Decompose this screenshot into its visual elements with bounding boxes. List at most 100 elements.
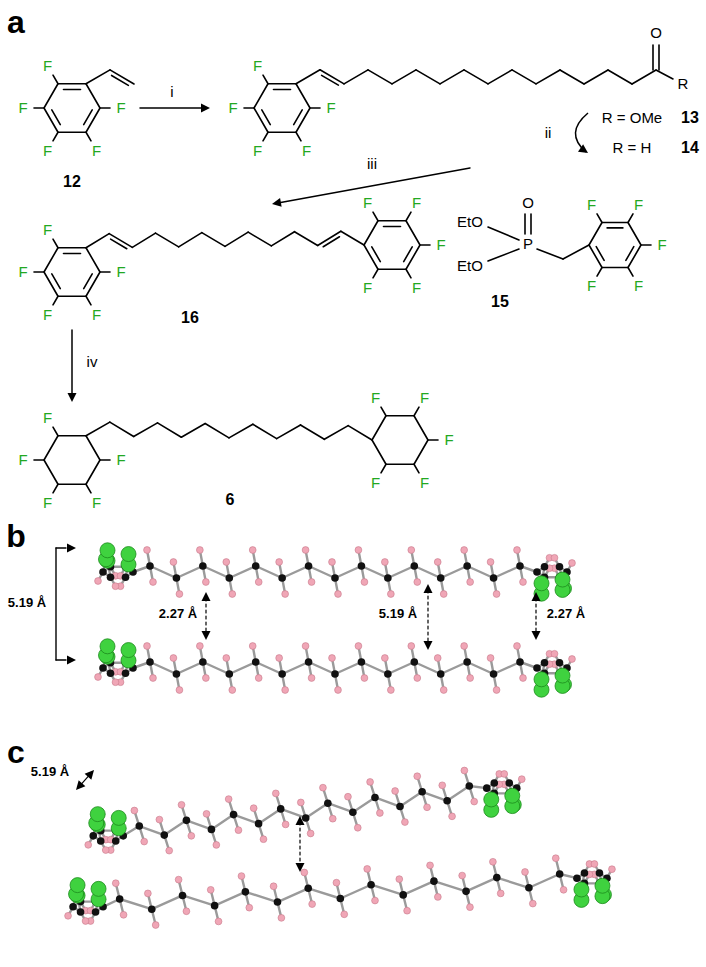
distance-marker-head: [296, 863, 305, 872]
ring-bond: [44, 84, 100, 132]
hydrogen-atom: [551, 554, 558, 561]
distance-marker-head: [85, 770, 94, 780]
chain-bond: [348, 426, 372, 440]
model-stick: [388, 566, 414, 578]
carbon-atom: [183, 817, 191, 825]
double-bond-line: [84, 110, 93, 125]
hydrogen-atom: [82, 918, 89, 925]
carbon-atom: [122, 669, 130, 677]
c-f-bond: [414, 407, 419, 416]
fluorine-atom-ball: [534, 576, 549, 591]
distance-marker: [535, 598, 536, 634]
carbon-atom: [112, 837, 120, 845]
ring-bond: [254, 84, 310, 132]
hydrogen-atom: [150, 579, 157, 586]
hydrogen-atom: [381, 559, 388, 566]
panel-letter: a: [7, 4, 25, 41]
carbon-atom: [463, 562, 471, 570]
hydrogen-atom: [467, 675, 474, 682]
model-stick: [335, 662, 361, 674]
hydrogen-atom: [235, 827, 242, 834]
chain-bond: [608, 70, 632, 84]
model-stick: [234, 815, 259, 824]
c-f-bond: [373, 269, 378, 278]
hydrogen-atom: [229, 687, 236, 694]
double-bond-line: [262, 110, 271, 125]
carbon-atom: [463, 658, 471, 666]
c-f-bond: [53, 484, 58, 493]
fluorine-atom: F: [587, 196, 596, 213]
model-stick: [211, 815, 233, 830]
hydrogen-atom: [229, 591, 236, 598]
reaction-arrow-head: [578, 144, 588, 153]
carbon-atom: [384, 670, 392, 678]
hydrogen-atom: [333, 879, 340, 886]
c-f-bond: [53, 75, 58, 84]
fluorine-atom: F: [420, 474, 429, 491]
double-bond-line: [294, 110, 303, 125]
carbon-atom: [505, 779, 513, 787]
fluorine-atom-ball: [555, 668, 570, 683]
chain-bond: [86, 234, 109, 248]
hydrogen-atom: [302, 547, 309, 554]
carbon-atom: [396, 803, 404, 811]
hydrogen-atom: [178, 801, 185, 808]
model-stick: [494, 566, 520, 578]
carbon-atom: [107, 669, 115, 677]
hydrogen-atom: [414, 579, 421, 586]
chain-bond: [181, 424, 205, 438]
carbon-atom: [516, 658, 524, 666]
carbon-atom: [581, 869, 589, 877]
hydrogen-atom: [225, 796, 232, 803]
panel-letter: b: [6, 518, 26, 555]
fluorine-atom: F: [371, 389, 380, 406]
fluorine-atom: F: [18, 99, 27, 116]
fluorine-atom: F: [634, 277, 643, 294]
hydrogen-atom: [215, 918, 222, 925]
chain-bond: [132, 233, 155, 247]
hydrogen-atom: [152, 922, 159, 929]
fluorine-atom: F: [420, 389, 429, 406]
model-stick: [308, 888, 340, 898]
chain-bond: [656, 70, 673, 79]
chain-bond: [156, 233, 179, 247]
model-stick: [150, 662, 176, 674]
hydrogen-atom: [120, 911, 127, 918]
fluorine-atom-ball: [555, 572, 570, 587]
distance-marker: [427, 590, 428, 644]
carbon-atom: [99, 664, 107, 672]
fluorine-atom: F: [363, 194, 372, 211]
hydrogen-atom: [307, 830, 314, 837]
carbon-atom: [337, 895, 345, 903]
model-stick: [467, 566, 493, 578]
hydrogen-atom: [522, 869, 529, 876]
carbon-atom: [97, 837, 105, 845]
chain-bond: [440, 70, 464, 84]
fluorine-atom: F: [412, 194, 421, 211]
model-stick: [256, 662, 282, 674]
model-stick: [375, 797, 400, 806]
carbon-atom: [225, 574, 233, 582]
carbon-atom: [437, 574, 445, 582]
c-f-bond: [263, 75, 268, 84]
hydrogen-atom: [308, 675, 315, 682]
distance-marker-head: [76, 780, 85, 790]
fluorine-atom: F: [116, 99, 125, 116]
model-stick: [150, 566, 176, 578]
atom-label: O: [650, 24, 662, 41]
model-stick: [361, 566, 387, 578]
carbon-atom: [146, 562, 154, 570]
chain-bond: [271, 232, 294, 246]
carbon-atom: [490, 670, 498, 678]
distance-marker-head: [424, 641, 433, 650]
hydrogen-atom: [329, 815, 336, 822]
fluorine-atom: F: [18, 263, 27, 280]
fluorine-atom-ball: [91, 881, 106, 896]
fluorine-atom: F: [587, 277, 596, 294]
carbon-atom: [490, 574, 498, 582]
distance-marker: [299, 822, 300, 866]
reaction-arrow-head: [272, 198, 282, 207]
ring-bond: [44, 436, 100, 484]
hydrogen-atom: [335, 687, 342, 694]
c-f-bond: [406, 269, 411, 278]
